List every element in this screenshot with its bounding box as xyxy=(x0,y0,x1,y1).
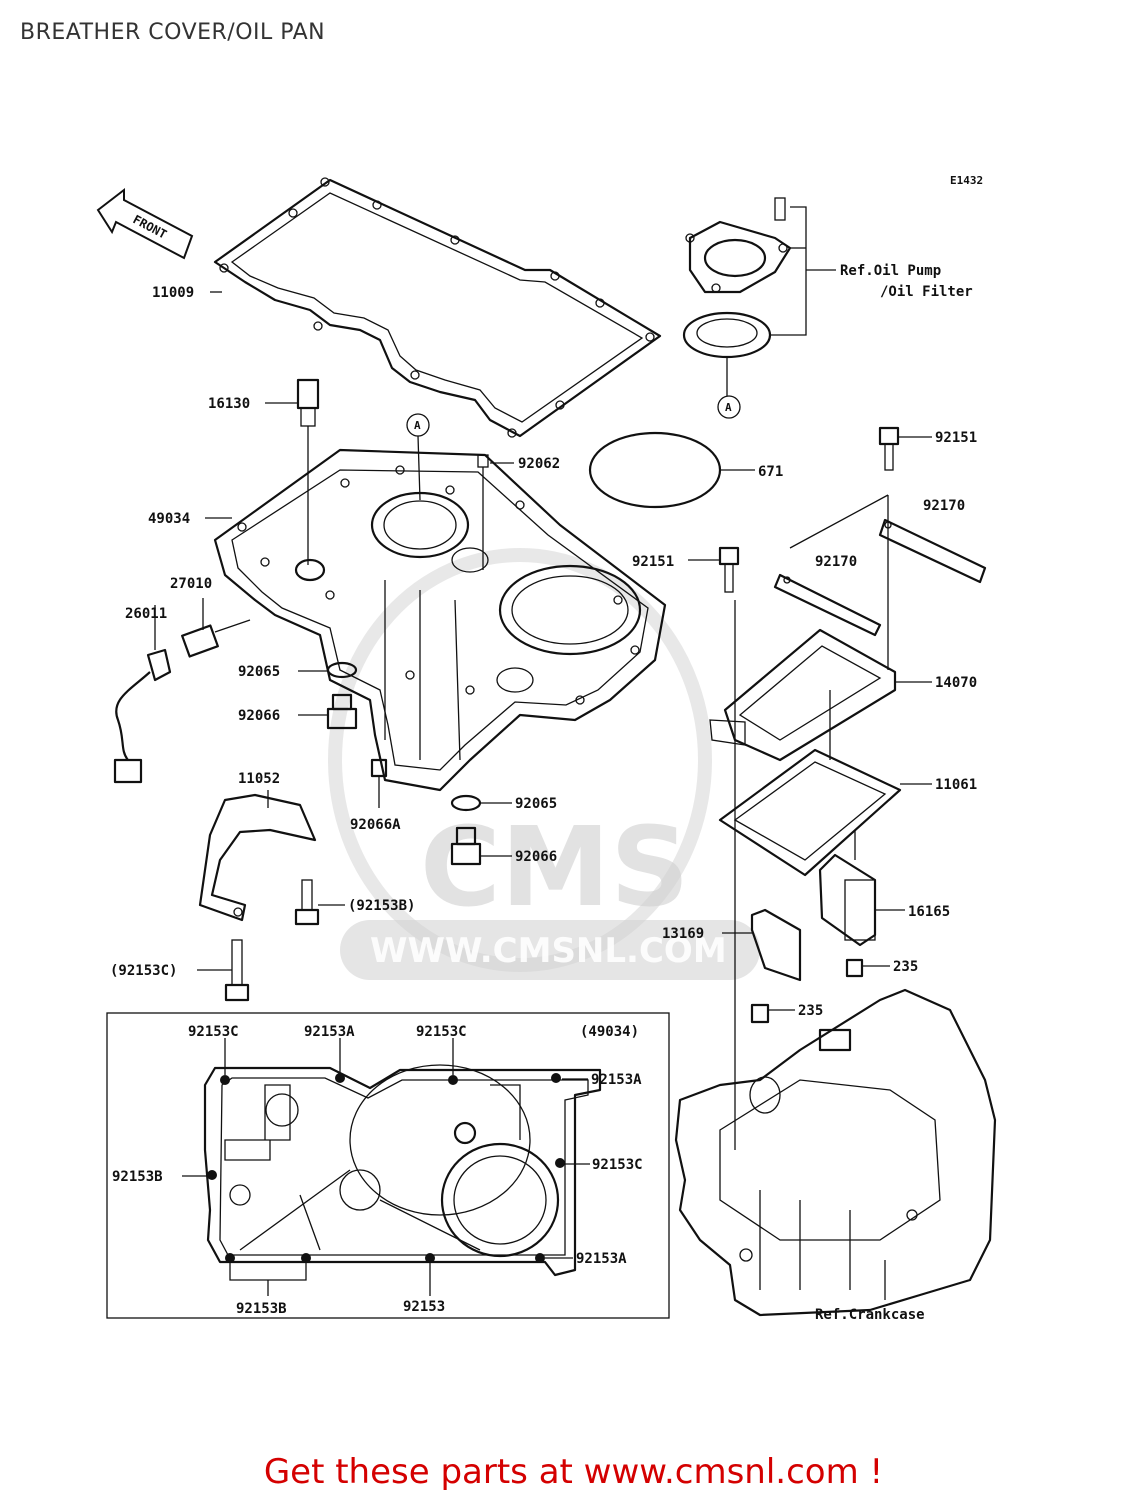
inset-header: (49034) xyxy=(580,1024,639,1040)
bolt-92151-top xyxy=(878,426,932,471)
part-label-92065-b: 92065 xyxy=(515,796,557,812)
part-label-92151-top: 92151 xyxy=(935,430,977,446)
part-label-11061: 11061 xyxy=(935,777,977,793)
part-label-11009: 11009 xyxy=(152,285,194,301)
inset-label-top-92153a: 92153A xyxy=(304,1024,355,1040)
part-label-16165: 16165 xyxy=(908,904,950,920)
drain-bolt-92066-a xyxy=(326,693,358,730)
screw-235-a xyxy=(845,958,864,978)
part-label-235-b: 235 xyxy=(798,1003,823,1019)
callout-a-bottom: A xyxy=(725,401,732,414)
page-title: BREATHER COVER/OIL PAN xyxy=(20,20,326,45)
part-label-14070: 14070 xyxy=(935,675,977,691)
watermark-url: WWW.CMSNL.COM xyxy=(370,931,727,971)
crankcase-ref xyxy=(674,988,997,1317)
footer-cta-link[interactable]: Get these parts at www.cmsnl.com ! xyxy=(263,1452,884,1492)
bolt-92153c xyxy=(224,939,250,1002)
watermark: CMS WWW.CMSNL.COM xyxy=(328,548,760,980)
ref-crankcase: Ref.Crankcase xyxy=(815,1307,925,1323)
gasket-11061 xyxy=(718,748,902,877)
part-label-92170-mid: 92170 xyxy=(815,554,857,570)
part-label-26011: 26011 xyxy=(125,606,167,622)
part-label-92153b-paren: (92153B) xyxy=(348,898,415,914)
part-label-49034: 49034 xyxy=(148,511,190,527)
oil-pump-cover xyxy=(682,197,836,396)
bracket-13169 xyxy=(750,908,802,982)
part-label-92170-right: 92170 xyxy=(923,498,965,514)
part-label-92066-b: 92066 xyxy=(515,849,557,865)
part-label-16130: 16130 xyxy=(208,396,250,412)
inset-label-br-92153a: 92153A xyxy=(576,1251,627,1267)
part-label-92062: 92062 xyxy=(518,456,560,472)
callout-a-top: A xyxy=(414,419,421,432)
oil-pressure-switch-27010 xyxy=(181,598,251,658)
part-label-671: 671 xyxy=(758,464,783,480)
part-label-11052: 11052 xyxy=(238,771,280,787)
part-label-13169: 13169 xyxy=(662,926,704,942)
part-label-92151-mid: 92151 xyxy=(632,554,674,570)
callout-a-bottom-icon xyxy=(717,395,741,419)
inset-label-bottom-92153b: 92153B xyxy=(236,1301,287,1317)
screw-235-b xyxy=(750,1003,770,1024)
bolt-92153b xyxy=(294,879,320,926)
diagram-code: E1432 xyxy=(950,174,983,187)
inset-label-left-92153b: 92153B xyxy=(112,1169,163,1185)
wire-harness-26011 xyxy=(113,605,172,784)
breather-cover-14070 xyxy=(709,628,897,762)
front-arrow-icon: FRONT xyxy=(96,187,194,260)
drain-bolt-92066-b xyxy=(450,826,482,866)
part-label-92065-a: 92065 xyxy=(238,664,280,680)
washer-92065-a xyxy=(326,661,358,679)
oil-pan-49034 xyxy=(213,448,667,792)
fitting-16130 xyxy=(296,378,320,565)
part-label-92066a: 92066A xyxy=(350,817,401,833)
watermark-logo: CMS xyxy=(420,803,689,931)
inset-bolt-layout xyxy=(106,1012,670,1319)
bolt-92151-mid xyxy=(688,546,740,593)
part-label-92153c-paren: (92153C) xyxy=(110,963,177,979)
inset-label-bottom-92153: 92153 xyxy=(403,1299,445,1315)
ref-oil-pump-line2: /Oil Filter xyxy=(880,284,973,300)
inset-label-top-92153c: 92153C xyxy=(416,1024,467,1040)
plate-92170-mid xyxy=(773,573,882,637)
ref-oil-pump-line1: Ref.Oil Pump xyxy=(840,263,941,279)
part-label-92066-a: 92066 xyxy=(238,708,280,724)
o-ring-671 xyxy=(588,431,722,509)
inset-label-tl-92153c: 92153C xyxy=(188,1024,239,1040)
plate-92170-right xyxy=(878,518,987,584)
inset-label-right-92153c: 92153C xyxy=(592,1157,643,1173)
bracket-11052 xyxy=(198,790,317,922)
part-label-27010: 27010 xyxy=(170,576,212,592)
inset-label-right-92153a: 92153A xyxy=(591,1072,642,1088)
plate-16165 xyxy=(818,853,877,947)
gasket-11009 xyxy=(213,177,662,438)
part-label-235-a: 235 xyxy=(893,959,918,975)
